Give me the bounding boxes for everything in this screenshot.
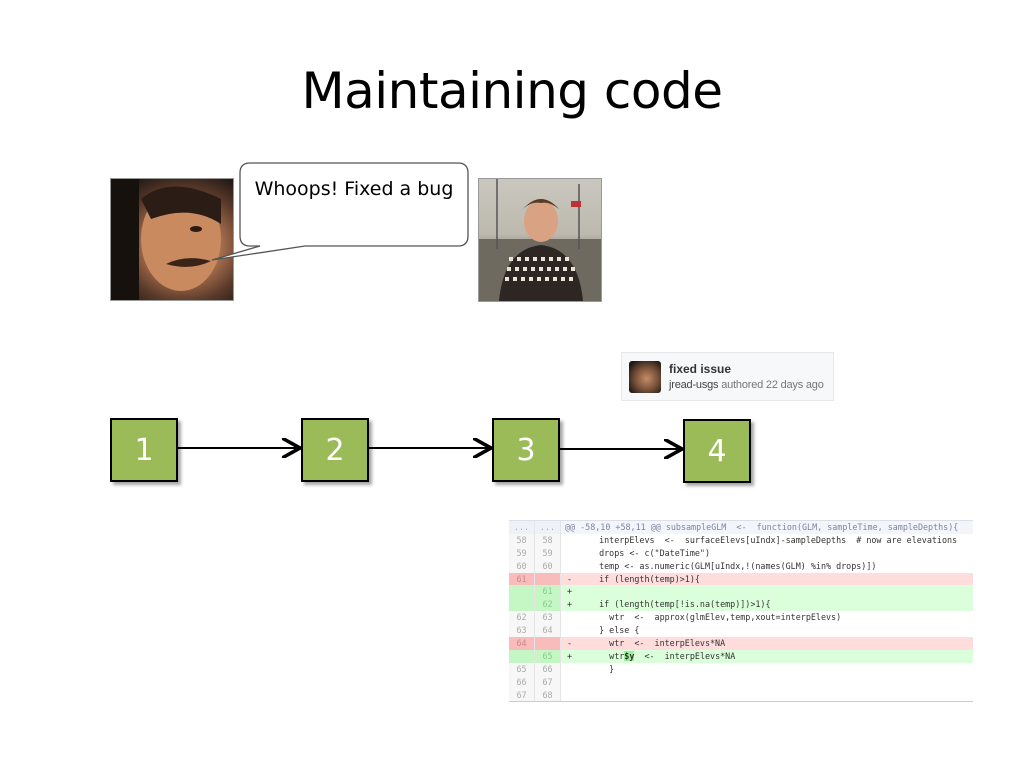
new-line-number: ... bbox=[535, 521, 561, 534]
commit-card[interactable]: fixed issue jread-usgs authored 22 days … bbox=[621, 352, 834, 401]
code-text bbox=[585, 585, 973, 598]
commit-meta: jread-usgs authored 22 days ago bbox=[669, 379, 824, 391]
old-line-number bbox=[509, 649, 535, 663]
diff-marker bbox=[561, 676, 585, 689]
new-line-number: 64 bbox=[535, 624, 561, 638]
diff-hunk-header: ... ... @@ -58,10 +58,11 @@ subsampleGLM… bbox=[509, 521, 973, 534]
old-line-number: 64 bbox=[509, 637, 535, 650]
old-line-number: 65 bbox=[509, 662, 535, 676]
code-text: if (length(temp)>1){ bbox=[589, 573, 700, 584]
code-text: wtr <- approx(glmElev,temp,xout=interpEl… bbox=[589, 612, 842, 623]
code-text: interpElevs <- surfaceElevs[uIndx]-sampl… bbox=[589, 534, 958, 545]
new-line-number: 66 bbox=[535, 662, 561, 676]
new-line-number bbox=[535, 572, 561, 586]
diff-line: 65 + wtr$y <- interpElevs*NA bbox=[509, 649, 973, 663]
old-line-number: 61 bbox=[509, 572, 535, 586]
code-text bbox=[585, 676, 973, 689]
new-line-number: 60 bbox=[535, 559, 561, 573]
diff-marker bbox=[561, 624, 585, 637]
commit-box-1: 1 bbox=[110, 418, 178, 482]
new-line-number: 63 bbox=[535, 611, 561, 625]
code-text: wtr$y <- interpElevs*NA bbox=[589, 650, 736, 661]
diff-marker bbox=[561, 611, 585, 624]
new-line-number: 67 bbox=[535, 675, 561, 689]
hunk-text: @@ -58,10 +58,11 @@ subsampleGLM <- func… bbox=[565, 522, 959, 532]
diff-marker bbox=[561, 547, 585, 560]
diff-line: 62 + if (length(temp[!is.na(temp)])>1){ bbox=[509, 598, 973, 612]
old-line-number bbox=[509, 598, 535, 612]
diff-marker: + bbox=[567, 650, 573, 661]
new-line-number: 65 bbox=[535, 649, 561, 663]
code-text bbox=[585, 689, 973, 702]
code-text: } bbox=[589, 663, 615, 674]
code-text: if (length(temp[!is.na(temp)])>1){ bbox=[589, 599, 771, 610]
commit-box-3: 3 bbox=[492, 418, 560, 482]
diff-line: 64 - wtr <- interpElevs*NA bbox=[509, 637, 973, 650]
old-line-number: 60 bbox=[509, 559, 535, 573]
code-text: temp <- as.numeric(GLM[uIndx,!(names(GLM… bbox=[589, 560, 877, 571]
code-text: } else { bbox=[589, 625, 640, 636]
changed-token: $y bbox=[624, 650, 635, 661]
diff-marker bbox=[561, 689, 585, 702]
old-line-number: 58 bbox=[509, 533, 535, 547]
commit-message[interactable]: fixed issue bbox=[669, 362, 732, 376]
commit-author[interactable]: jread-usgs bbox=[669, 379, 719, 391]
diff-line: 61 - if (length(temp)>1){ bbox=[509, 572, 973, 586]
old-line-number: ... bbox=[509, 521, 535, 534]
diff-marker: + bbox=[567, 599, 573, 610]
slide-title: Maintaining code bbox=[301, 62, 723, 120]
old-line-number: 67 bbox=[509, 688, 535, 702]
new-line-number: 68 bbox=[535, 688, 561, 702]
new-line-number: 59 bbox=[535, 546, 561, 560]
diff-marker: - bbox=[567, 638, 573, 649]
old-line-number: 59 bbox=[509, 546, 535, 560]
diff-marker bbox=[561, 560, 585, 573]
old-line-number bbox=[509, 585, 535, 599]
code-text: wtr <- interpElevs*NA bbox=[589, 638, 726, 649]
diff-marker bbox=[561, 534, 585, 547]
old-line-number: 62 bbox=[509, 611, 535, 625]
diff-marker: - bbox=[567, 573, 573, 584]
new-line-number: 58 bbox=[535, 533, 561, 547]
code-text: drops <- c("DateTime") bbox=[589, 547, 711, 558]
old-line-number: 66 bbox=[509, 675, 535, 689]
code-diff: ... ... @@ -58,10 +58,11 @@ subsampleGLM… bbox=[509, 520, 973, 703]
speech-bubble-text: Whoops! Fixed a bug bbox=[254, 178, 454, 200]
commit-box-4: 4 bbox=[683, 419, 751, 483]
speech-bubble bbox=[211, 162, 469, 261]
new-line-number: 61 bbox=[535, 585, 561, 599]
new-line-number: 62 bbox=[535, 598, 561, 612]
diff-marker bbox=[561, 663, 585, 676]
diff-line: 61 + bbox=[509, 585, 973, 599]
commit-time: authored 22 days ago bbox=[721, 379, 824, 391]
commit-box-2: 2 bbox=[301, 418, 369, 482]
old-line-number: 63 bbox=[509, 624, 535, 638]
developer-one-photo bbox=[110, 178, 234, 301]
developer-two-photo bbox=[478, 178, 602, 302]
diff-marker: + bbox=[567, 586, 573, 597]
new-line-number bbox=[535, 637, 561, 650]
author-avatar bbox=[629, 361, 661, 393]
